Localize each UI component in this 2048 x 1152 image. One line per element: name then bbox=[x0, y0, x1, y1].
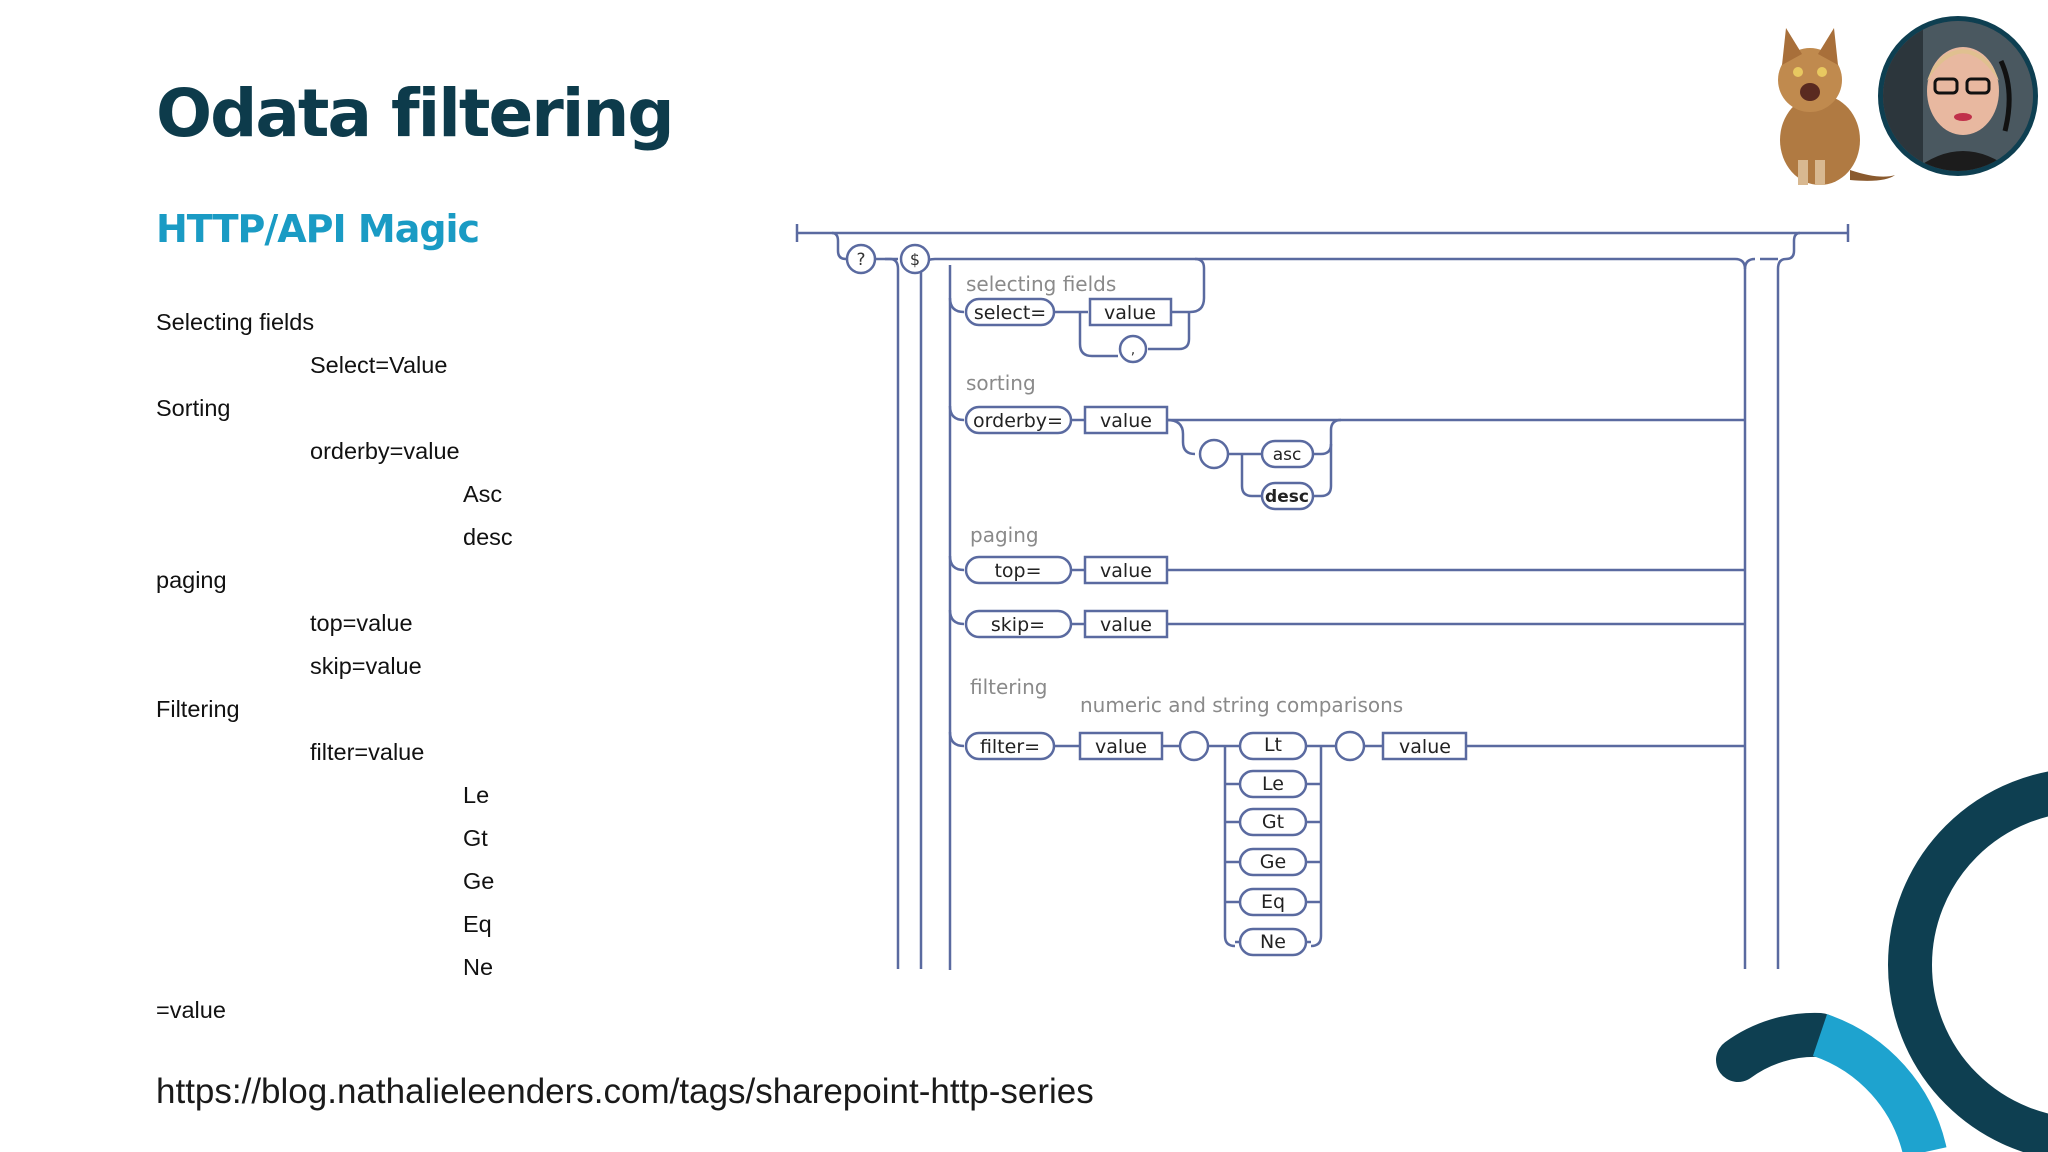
slide-subtitle: HTTP/API Magic bbox=[156, 207, 480, 251]
outline-item: Asc bbox=[463, 481, 503, 507]
start-dollar-node bbox=[899, 243, 931, 275]
top-keyword: top= bbox=[994, 560, 1041, 582]
paging-label: paging bbox=[970, 523, 1039, 547]
outline-item: Ne bbox=[463, 954, 494, 980]
outline-item: desc bbox=[463, 524, 513, 550]
asc-keyword: asc bbox=[1273, 445, 1302, 465]
select-value: value bbox=[1104, 302, 1156, 324]
blog-url-link[interactable]: https://blog.nathalieleenders.com/tags/s… bbox=[156, 1072, 1094, 1111]
filter-value: value bbox=[1095, 736, 1147, 758]
outline-item: =value bbox=[156, 997, 226, 1023]
start-dollar-label: $ bbox=[910, 250, 920, 269]
outline-item: orderby=value bbox=[310, 438, 460, 464]
arc-large bbox=[1888, 771, 2048, 1152]
outline-item: Select=Value bbox=[310, 352, 448, 378]
start-question-node bbox=[845, 243, 877, 275]
outline-item: Sorting bbox=[156, 395, 231, 421]
operator-eq: Eq bbox=[1261, 891, 1285, 913]
outline-item: top=value bbox=[310, 610, 413, 636]
sorting-label: sorting bbox=[966, 371, 1036, 395]
outline-item: Ge bbox=[463, 868, 495, 894]
arc-small-light bbox=[1812, 1014, 1947, 1152]
cat-image bbox=[1778, 28, 1895, 185]
presenter-avatar bbox=[1878, 16, 2038, 176]
comparisons-note: numeric and string comparisons bbox=[1080, 693, 1403, 717]
avatar-illustration bbox=[1883, 21, 2033, 171]
select-keyword: select= bbox=[974, 302, 1046, 324]
outline-item: filter=value bbox=[310, 739, 425, 765]
outline-item: paging bbox=[156, 567, 227, 593]
start-question-label: ? bbox=[856, 250, 865, 270]
separator-label: , bbox=[1131, 342, 1135, 358]
filter-keyword: filter= bbox=[980, 736, 1040, 758]
compare-value: value bbox=[1399, 736, 1451, 758]
skip-keyword: skip= bbox=[991, 614, 1045, 636]
slide-title: Odata filtering bbox=[156, 75, 675, 152]
operator-lt: Lt bbox=[1264, 734, 1282, 756]
operator-gt: Gt bbox=[1262, 811, 1284, 833]
operator-ge: Ge bbox=[1260, 851, 1286, 873]
skip-value: value bbox=[1100, 614, 1152, 636]
arc-small-dark bbox=[1716, 1012, 1842, 1082]
outline-item: Filtering bbox=[156, 696, 240, 722]
outline-item: Le bbox=[463, 782, 490, 808]
operator-le: Le bbox=[1262, 773, 1284, 795]
selecting-fields-label: selecting fields bbox=[966, 272, 1116, 296]
orderby-keyword: orderby= bbox=[973, 410, 1063, 432]
outline-item: Gt bbox=[463, 825, 488, 851]
operator-ne: Ne bbox=[1260, 931, 1286, 953]
top-value: value bbox=[1100, 560, 1152, 582]
orderby-value: value bbox=[1100, 410, 1152, 432]
filtering-label: filtering bbox=[970, 675, 1047, 699]
outline-item: Eq bbox=[463, 911, 492, 937]
desc-keyword: desc bbox=[1265, 487, 1309, 507]
outline-item: Selecting fields bbox=[156, 309, 315, 335]
outline-item: skip=value bbox=[310, 653, 422, 679]
